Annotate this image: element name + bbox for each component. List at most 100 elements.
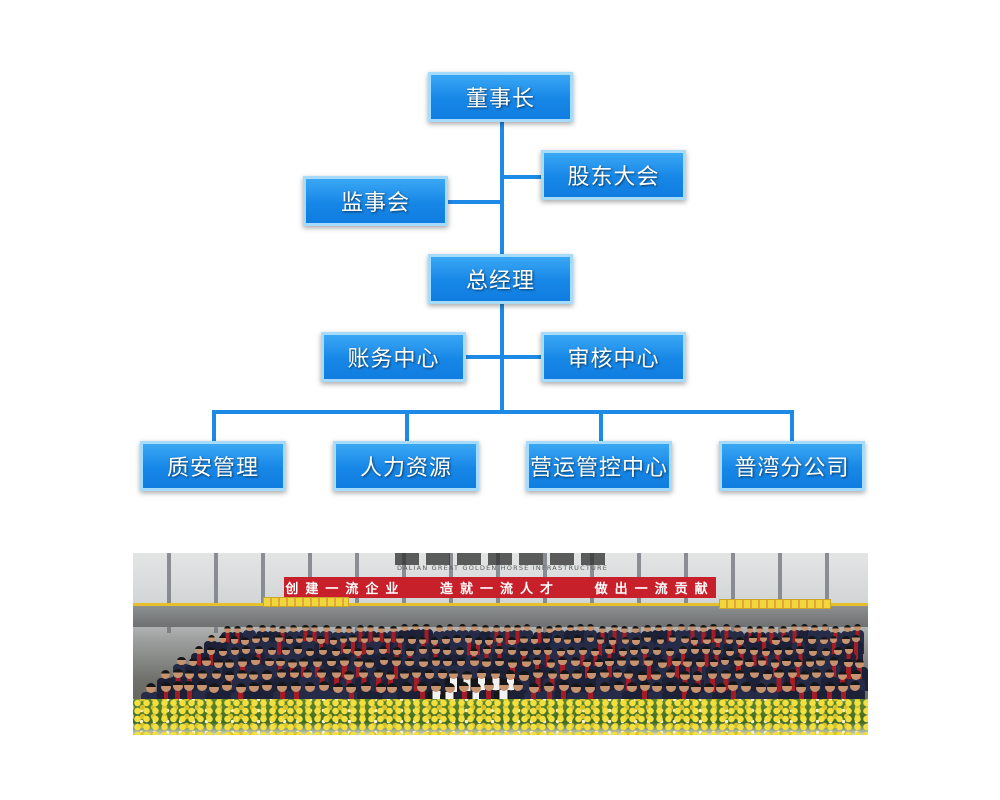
person-head bbox=[774, 668, 784, 678]
person-head bbox=[365, 646, 374, 655]
person-head bbox=[837, 670, 847, 680]
person-head bbox=[238, 658, 247, 667]
person-head bbox=[665, 668, 676, 678]
person-head bbox=[269, 625, 277, 633]
person-head bbox=[757, 656, 767, 666]
person-head bbox=[405, 657, 415, 667]
person-head bbox=[419, 646, 428, 655]
person-head bbox=[656, 636, 665, 645]
person-head bbox=[651, 670, 661, 680]
person-head bbox=[254, 646, 263, 654]
person-head bbox=[197, 670, 207, 680]
person-head bbox=[443, 646, 452, 655]
person-head bbox=[360, 635, 369, 644]
person-head bbox=[714, 636, 722, 644]
person-head bbox=[448, 670, 459, 680]
person-head bbox=[555, 624, 563, 632]
person-head bbox=[825, 668, 835, 678]
person-head bbox=[425, 669, 435, 679]
person-head bbox=[234, 625, 242, 633]
person-head bbox=[218, 635, 227, 643]
person-head bbox=[693, 671, 703, 681]
person-head bbox=[383, 635, 392, 644]
yellow-handrail bbox=[133, 603, 868, 606]
flower-bed bbox=[133, 699, 868, 735]
connector-department-bus bbox=[214, 410, 794, 414]
person-head bbox=[481, 625, 489, 633]
person-head bbox=[241, 646, 250, 655]
person-head bbox=[522, 658, 531, 667]
person-head bbox=[456, 646, 465, 655]
person-head bbox=[726, 647, 735, 656]
person-head bbox=[617, 657, 626, 666]
person-head bbox=[678, 624, 685, 631]
person-head bbox=[508, 659, 517, 668]
person-head bbox=[392, 647, 401, 656]
person-head bbox=[632, 637, 640, 645]
person-head bbox=[194, 645, 203, 654]
person-head bbox=[304, 681, 315, 692]
person-head bbox=[816, 657, 825, 666]
person-head bbox=[374, 669, 384, 679]
person-head bbox=[471, 683, 482, 694]
person-head bbox=[564, 637, 572, 645]
person-head bbox=[532, 656, 542, 666]
person-head bbox=[691, 637, 699, 645]
person-head bbox=[313, 657, 322, 667]
person-head bbox=[528, 682, 539, 693]
node-chairman: 董事长 bbox=[428, 72, 573, 122]
person-head bbox=[519, 671, 529, 681]
person-head bbox=[444, 683, 455, 694]
person-head bbox=[587, 669, 597, 679]
person-head bbox=[703, 683, 714, 694]
connector-dept-1 bbox=[212, 410, 216, 442]
node-audit-center: 审核中心 bbox=[541, 332, 686, 382]
person-head bbox=[437, 669, 447, 679]
person-head bbox=[391, 657, 401, 666]
person-head bbox=[507, 646, 516, 655]
person-head bbox=[770, 658, 780, 668]
person-head bbox=[760, 634, 768, 643]
person-head bbox=[559, 670, 569, 680]
person-head bbox=[367, 625, 374, 632]
person-head bbox=[679, 645, 688, 654]
person-head bbox=[609, 637, 617, 645]
person-head bbox=[547, 670, 557, 680]
person-head bbox=[387, 683, 398, 694]
person-head bbox=[680, 671, 690, 681]
person-head bbox=[795, 635, 803, 644]
person-head bbox=[340, 657, 349, 667]
person-head bbox=[317, 636, 325, 644]
person-head bbox=[672, 657, 682, 667]
person-head bbox=[423, 623, 430, 631]
person-head bbox=[251, 656, 260, 666]
person-head bbox=[801, 623, 808, 631]
person-head bbox=[476, 669, 486, 679]
person-head bbox=[756, 626, 763, 634]
person-head bbox=[225, 659, 234, 668]
person-head bbox=[261, 680, 272, 691]
person-head bbox=[805, 657, 815, 667]
person-head bbox=[591, 648, 600, 657]
person-head bbox=[470, 647, 479, 656]
person-head bbox=[503, 625, 511, 633]
person-head bbox=[443, 657, 452, 667]
person-head bbox=[294, 646, 303, 655]
person-head bbox=[585, 683, 595, 694]
person-head bbox=[612, 668, 622, 679]
node-general-manager: 总经理 bbox=[428, 254, 573, 304]
person-head bbox=[331, 647, 340, 656]
person-head bbox=[378, 626, 385, 633]
person-head bbox=[372, 634, 381, 643]
person-head bbox=[485, 637, 493, 645]
person-head bbox=[611, 624, 619, 632]
person-head bbox=[219, 647, 228, 656]
person-head bbox=[702, 645, 711, 654]
person-head bbox=[230, 636, 239, 644]
person-head bbox=[417, 682, 428, 693]
person-head bbox=[639, 680, 650, 691]
person-head bbox=[408, 636, 416, 644]
person-head bbox=[793, 658, 803, 668]
person-head bbox=[577, 623, 585, 631]
person-head bbox=[824, 682, 835, 693]
